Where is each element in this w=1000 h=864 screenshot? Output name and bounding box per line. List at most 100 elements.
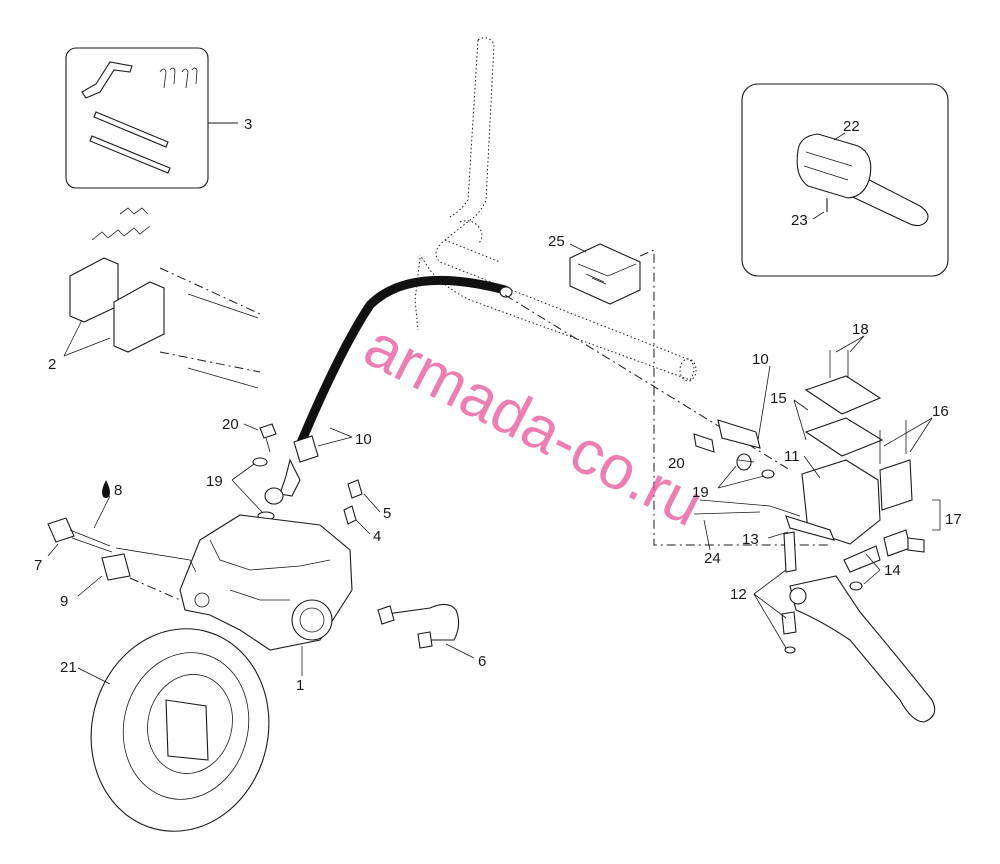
pad-right-icon bbox=[113, 281, 165, 353]
pad-pin-lower bbox=[89, 135, 171, 174]
callout-12: 12 bbox=[730, 586, 747, 603]
pipe-tube bbox=[379, 603, 460, 641]
reservoir-25 bbox=[569, 243, 830, 546]
brake-caliper bbox=[179, 514, 353, 676]
leader-19b-1 bbox=[717, 465, 737, 489]
callout-7: 7 bbox=[34, 557, 42, 574]
inset-frame bbox=[65, 47, 209, 189]
pad-pin-shafts bbox=[187, 293, 259, 389]
leader-5 bbox=[363, 493, 381, 513]
callout-20-right: 20 bbox=[668, 455, 685, 472]
split-pin-icon bbox=[159, 67, 176, 89]
banjo-ring bbox=[264, 487, 284, 505]
callout-22: 22 bbox=[843, 118, 860, 135]
washer-19-top bbox=[252, 457, 268, 467]
brake-disc bbox=[77, 628, 270, 832]
leader-9 bbox=[77, 575, 103, 597]
screws-18 bbox=[829, 350, 849, 378]
clamp-16 bbox=[879, 459, 913, 511]
callout-19-left: 19 bbox=[206, 473, 223, 490]
leader-6 bbox=[445, 643, 475, 659]
callout-23: 23 bbox=[791, 212, 808, 229]
leader-8 bbox=[93, 495, 111, 529]
brake-pads bbox=[63, 207, 261, 389]
pad-clip-icon bbox=[81, 61, 133, 99]
leader-24 bbox=[703, 519, 711, 551]
leader-16b bbox=[909, 417, 933, 453]
leader-19b-2 bbox=[717, 475, 765, 489]
lever-blade bbox=[789, 575, 936, 723]
reservoir-cap bbox=[804, 375, 882, 415]
oil-drop-icon bbox=[102, 480, 110, 498]
leader-14b bbox=[865, 553, 881, 571]
spring-clip-9 bbox=[101, 553, 131, 581]
pad-left-icon bbox=[69, 257, 119, 323]
leader-18a bbox=[835, 335, 865, 353]
callout-20-left: 20 bbox=[222, 416, 239, 433]
callout-labels: 3 2 20 10 19 8 5 4 7 9 6 21 1 25 22 23 1… bbox=[34, 116, 962, 694]
leader-18b bbox=[849, 335, 865, 353]
inset-box-pins bbox=[65, 47, 238, 189]
callout-24: 24 bbox=[704, 550, 721, 567]
bleed-cap-5 bbox=[347, 479, 363, 499]
caliper-piston bbox=[291, 599, 333, 641]
leader-11 bbox=[803, 455, 821, 479]
nut-14 bbox=[849, 581, 863, 591]
pushrod-13 bbox=[785, 515, 835, 541]
brake-pipe bbox=[377, 603, 475, 659]
inset-box-grip bbox=[741, 83, 949, 277]
callout-1: 1 bbox=[296, 677, 304, 694]
callout-10-left: 10 bbox=[355, 431, 372, 448]
hose-fitting bbox=[293, 435, 319, 463]
diaphragm-15 bbox=[804, 417, 884, 457]
disc-hub bbox=[165, 699, 209, 761]
hose-tube bbox=[295, 275, 510, 450]
bleed-screw-4 bbox=[343, 505, 357, 525]
lever-bracket-14 bbox=[843, 545, 881, 573]
callout-15: 15 bbox=[770, 390, 787, 407]
leader-20b bbox=[737, 459, 755, 463]
callout-3: 3 bbox=[244, 116, 252, 133]
leader-21 bbox=[77, 667, 111, 685]
handlebar-outline bbox=[414, 37, 697, 382]
callout-9: 9 bbox=[60, 593, 68, 610]
callout-8: 8 bbox=[114, 482, 122, 499]
leader-16a bbox=[883, 417, 933, 447]
split-pin-icon-2 bbox=[181, 67, 198, 89]
grip-housing-icon bbox=[796, 133, 872, 199]
pad-pin-upper bbox=[93, 111, 169, 148]
seal-17 bbox=[883, 529, 911, 557]
hose-fitting-right bbox=[717, 419, 761, 449]
callout-4: 4 bbox=[373, 528, 381, 545]
master-cylinder bbox=[504, 294, 925, 591]
callout-11: 11 bbox=[784, 448, 800, 465]
callout-16: 16 bbox=[932, 403, 949, 420]
caliper-fasteners bbox=[47, 480, 197, 601]
leader-22 bbox=[833, 132, 846, 141]
callout-14: 14 bbox=[884, 562, 901, 579]
banjo-bolt-left bbox=[231, 423, 284, 521]
leader-10b bbox=[757, 365, 771, 441]
brake-lever bbox=[753, 531, 936, 723]
callout-17: 17 bbox=[945, 511, 962, 528]
callout-18: 18 bbox=[852, 321, 869, 338]
bracket-17 bbox=[932, 499, 941, 531]
bolt-head-20 bbox=[259, 423, 277, 439]
pad-spring-icon bbox=[91, 207, 151, 241]
brake-hose bbox=[279, 275, 513, 497]
leader-13 bbox=[767, 531, 789, 539]
inset-frame-grip bbox=[741, 83, 949, 277]
reservoir-body bbox=[569, 243, 641, 305]
banjo-bolt-20-right bbox=[693, 433, 715, 453]
banjo-fitting bbox=[279, 458, 301, 497]
clamp-screws bbox=[879, 420, 907, 464]
leader-10a-1 bbox=[329, 427, 353, 438]
switch-wires-24 bbox=[693, 499, 801, 517]
caliper-bolt-7 bbox=[47, 517, 75, 543]
leader-4 bbox=[355, 519, 371, 535]
callout-6: 6 bbox=[478, 653, 486, 670]
leader-25 bbox=[569, 243, 587, 253]
watermark-text: armada-co.ru bbox=[354, 311, 714, 540]
